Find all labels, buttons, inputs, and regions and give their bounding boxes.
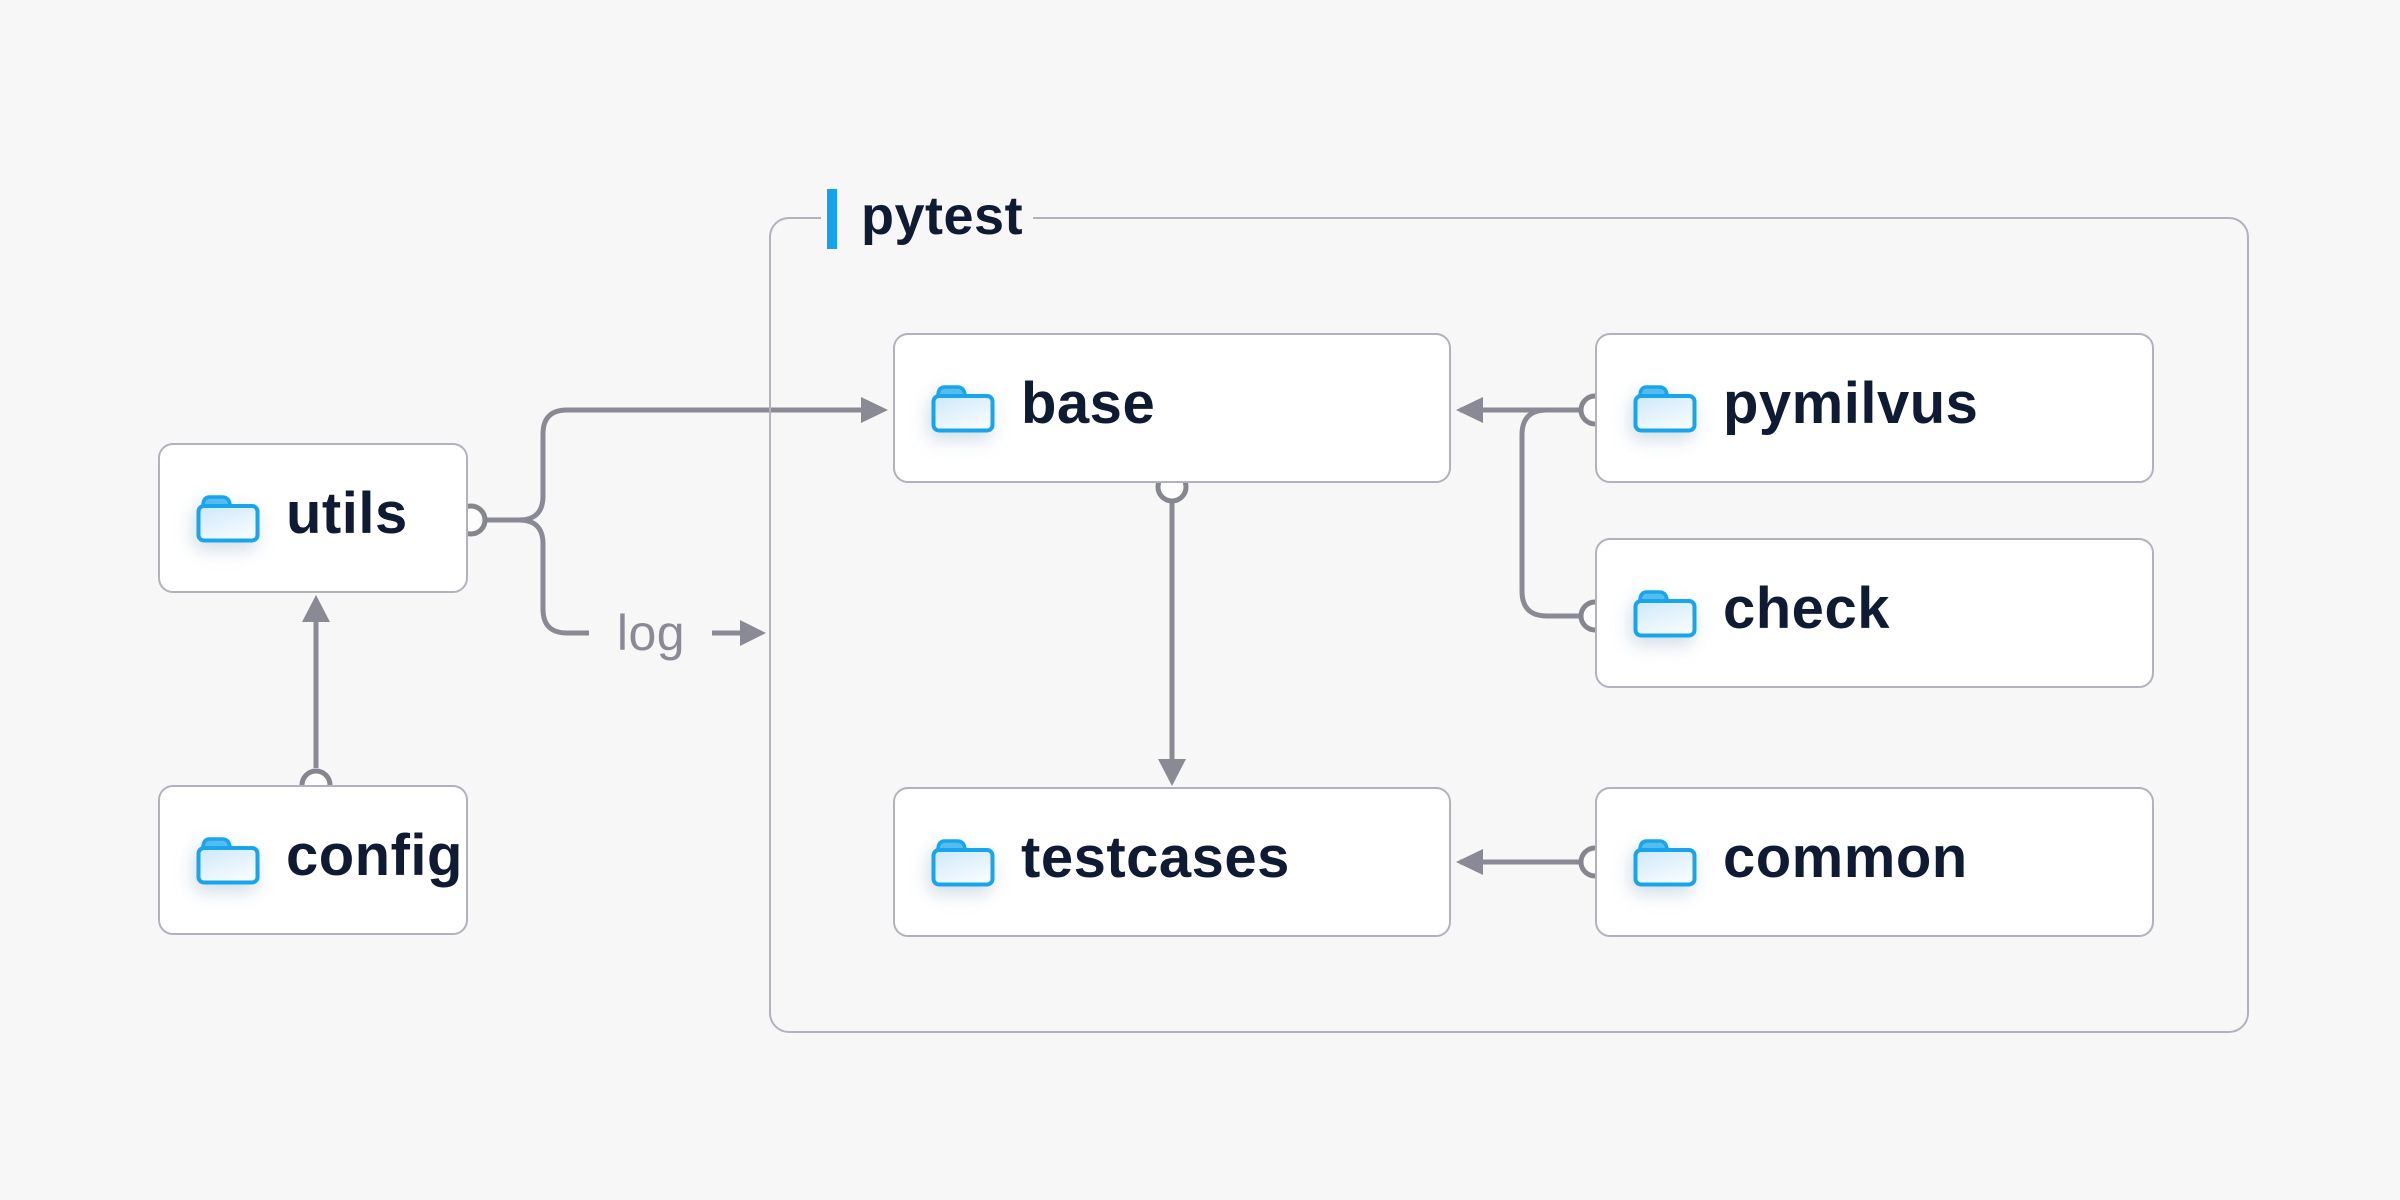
folder-icon — [1633, 590, 1697, 638]
pytest-group-label: pytest — [821, 186, 1034, 251]
folder-icon — [196, 837, 260, 885]
edge-label-log: log — [616, 605, 686, 661]
edge-utils-log — [518, 517, 766, 646]
folder-icon — [931, 385, 995, 433]
arrowhead-left — [1456, 397, 1483, 423]
folder-icon — [1633, 385, 1697, 433]
arrowhead-right — [861, 397, 888, 423]
arrowhead-up — [302, 595, 330, 622]
pytest-group-title: pytest — [861, 186, 1024, 246]
pytest-group-container: pytest — [769, 187, 2249, 1033]
folder-icon — [1633, 839, 1697, 887]
node-base: base — [893, 333, 1451, 483]
blue-accent-bar — [827, 189, 837, 249]
folder-icon — [931, 839, 995, 887]
node-label: config — [286, 823, 463, 888]
node-label: common — [1723, 825, 1968, 890]
node-config: config — [158, 785, 468, 935]
node-label: check — [1723, 576, 1890, 641]
arrowhead-down — [1158, 759, 1186, 786]
node-label: base — [1021, 371, 1156, 436]
arrowhead-left — [1456, 849, 1483, 875]
node-label: utils — [286, 481, 408, 546]
arrowhead-right — [740, 620, 766, 646]
node-pymilvus: pymilvus — [1595, 333, 2154, 483]
folder-icon — [196, 495, 260, 543]
node-testcases: testcases — [893, 787, 1451, 937]
node-check: check — [1595, 538, 2154, 688]
node-label: testcases — [1021, 825, 1290, 890]
node-utils: utils — [158, 443, 468, 593]
node-common: common — [1595, 787, 2154, 937]
node-label: pymilvus — [1723, 371, 1979, 436]
edge-config-utils — [299, 595, 333, 802]
